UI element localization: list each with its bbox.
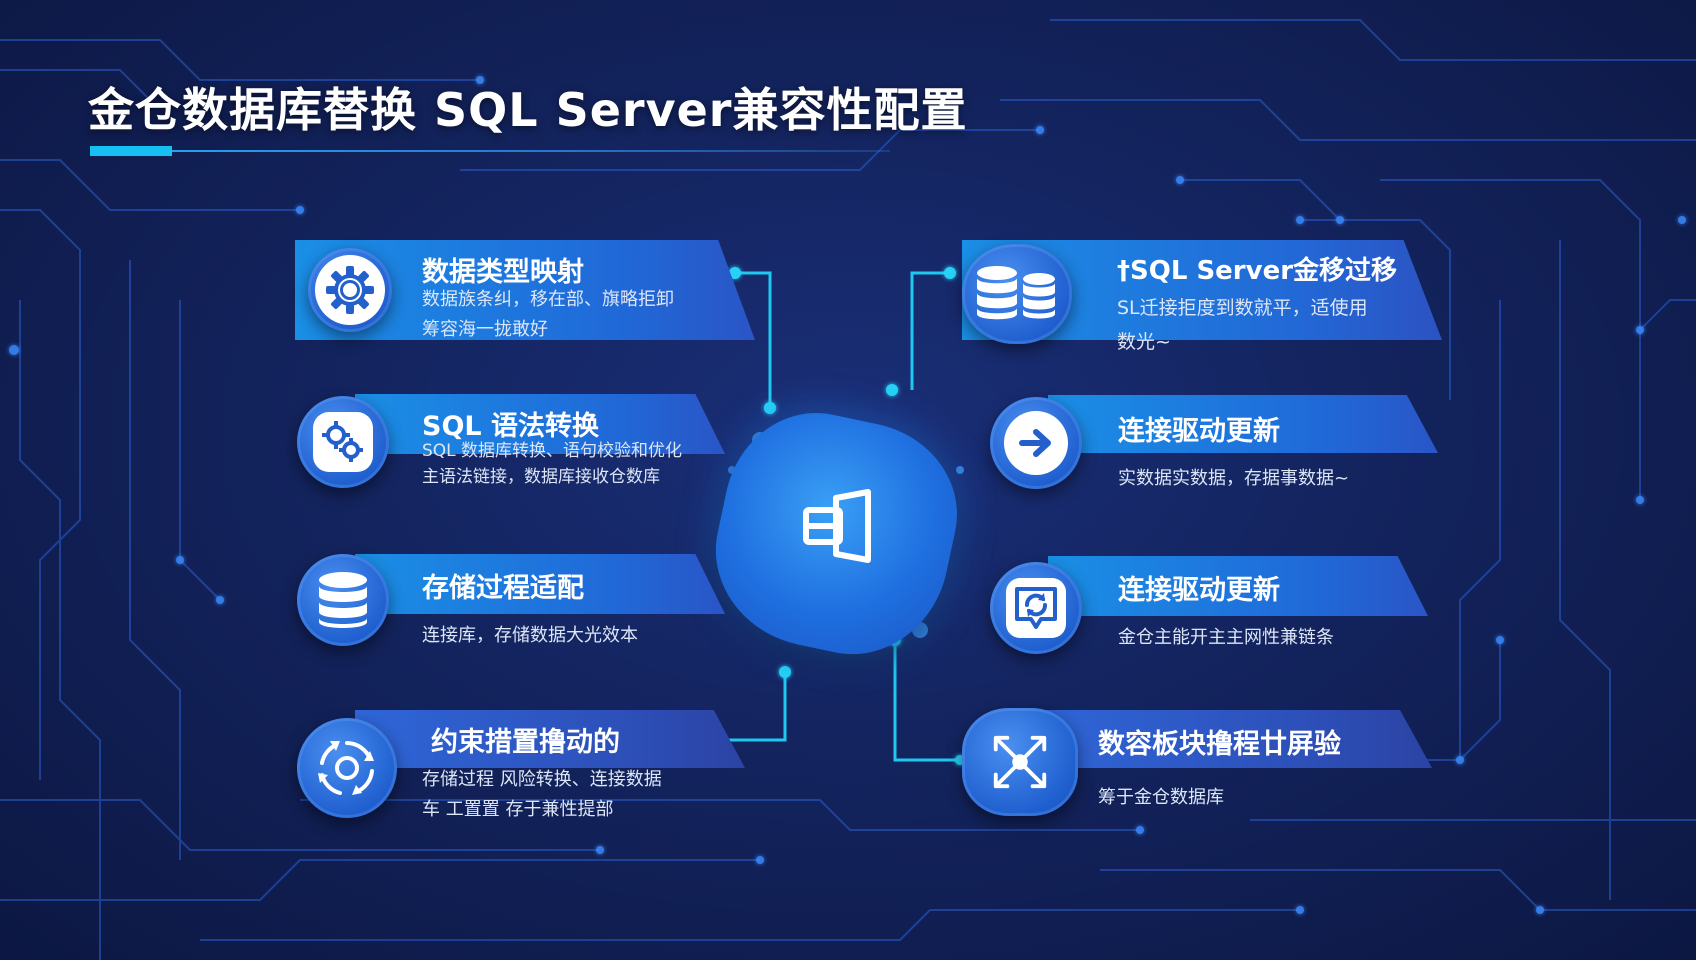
windows-server-icon: [803, 489, 871, 563]
card-desc-line: SQL 数据库转换、语句校验和优化: [422, 441, 683, 461]
card-icon-circle: [308, 248, 392, 332]
icon-background: [988, 730, 1052, 794]
card-icon-circle: [297, 396, 389, 488]
gear-icon: [326, 266, 374, 314]
arrow-right-icon: [1019, 429, 1051, 457]
cycle-arrows-icon: [318, 741, 374, 795]
card-desc-line: SL迁接拒度到数就平，适使用: [1117, 297, 1368, 319]
card-icon-circle: [990, 562, 1082, 654]
icon-background: [311, 568, 375, 632]
card-heading: 数据类型映射: [422, 257, 584, 288]
title-underline: [90, 150, 890, 152]
card-desc-line: 筹于金仓数据库: [1098, 787, 1224, 808]
card-stored-procedure-adaptation: 存储过程适配 连接库，存储数据大光效本: [295, 554, 765, 674]
icon-background: [313, 412, 373, 472]
card-heading: †SQL Server金移过移: [1117, 256, 1398, 286]
card-desc-line: 连接库，存储数据大光效本: [422, 625, 638, 646]
icon-background: [315, 736, 379, 800]
icon-background: [972, 262, 1062, 326]
database-icon: [319, 572, 367, 628]
card-banner: [1048, 395, 1438, 453]
title-accent-bar: [90, 146, 172, 156]
card-data-type-mapping: 数据类型映射 数据族条纠，移在部、旗略拒卸 筹容海一拢敢好: [295, 240, 765, 360]
card-desc-line: 金仓主能开主主网性兼链条: [1118, 627, 1334, 648]
card-heading: 数容板块撸程廿屏验: [1098, 729, 1341, 760]
card-icon-circle: [990, 397, 1082, 489]
card-heading: 连接驱动更新: [1118, 575, 1280, 606]
card-desc-line: 主语法链接，数据库接收仓数库: [422, 467, 660, 487]
card-desc-line: 数光~: [1117, 331, 1171, 353]
card-banner: [1048, 556, 1428, 616]
central-hub: [698, 396, 974, 672]
card-icon-circle: [962, 244, 1072, 344]
card-icon-circle: [297, 554, 389, 646]
card-compatibility-validation: 数容板块撸程廿屏验 筹于金仓数据库: [962, 706, 1432, 826]
expand-arrows-icon: [993, 735, 1047, 789]
card-heading: 存储过程适配: [422, 573, 584, 604]
card-constraint-handling: 约束措置撸动的 存储过程 风险转换、连接数据 车 工置置 存于兼性提部: [295, 708, 765, 828]
gears-window-icon: [322, 421, 363, 462]
card-desc-line: 筹容海一拢敢好: [422, 319, 548, 340]
card-heading: 约束措置撸动的: [431, 727, 620, 758]
card-desc-line: 存储过程 风险转换、连接数据: [422, 769, 662, 790]
card-connection-driver-update-2: 连接驱动更新 金仓主能开主主网性兼链条: [988, 556, 1458, 676]
card-banner: [1032, 710, 1432, 768]
icon-background: [315, 255, 385, 325]
card-banner: [355, 554, 725, 614]
database-servers-icon: [977, 266, 1055, 320]
sync-chat-icon: [1015, 587, 1057, 629]
card-banner: [355, 710, 745, 768]
icon-background: [1004, 411, 1068, 475]
page-title: 金仓数据库替换 SQL Server兼容性配置: [88, 83, 968, 137]
card-heading: 连接驱动更新: [1118, 416, 1280, 447]
card-sql-syntax-conversion: SQL 语法转换 SQL 数据库转换、语句校验和优化 主语法链接，数据库接收仓数…: [295, 392, 765, 512]
card-banner: [355, 394, 725, 454]
card-sql-server-migration: †SQL Server金移过移 SL迁接拒度到数就平，适使用 数光~: [962, 240, 1442, 360]
card-heading: SQL 语法转换: [422, 411, 600, 442]
card-desc-line: 数据族条纠，移在部、旗略拒卸: [422, 289, 674, 310]
card-icon-circle: [297, 718, 397, 818]
card-icon-circle: [962, 708, 1078, 816]
card-connection-driver-update-1: 连接驱动更新 实数据实数据，存据事数据~: [988, 395, 1458, 515]
card-desc-line: 车 工置置 存于兼性提部: [422, 799, 614, 820]
card-desc-line: 实数据实数据，存据事数据~: [1118, 468, 1350, 489]
icon-background: [1006, 578, 1066, 638]
